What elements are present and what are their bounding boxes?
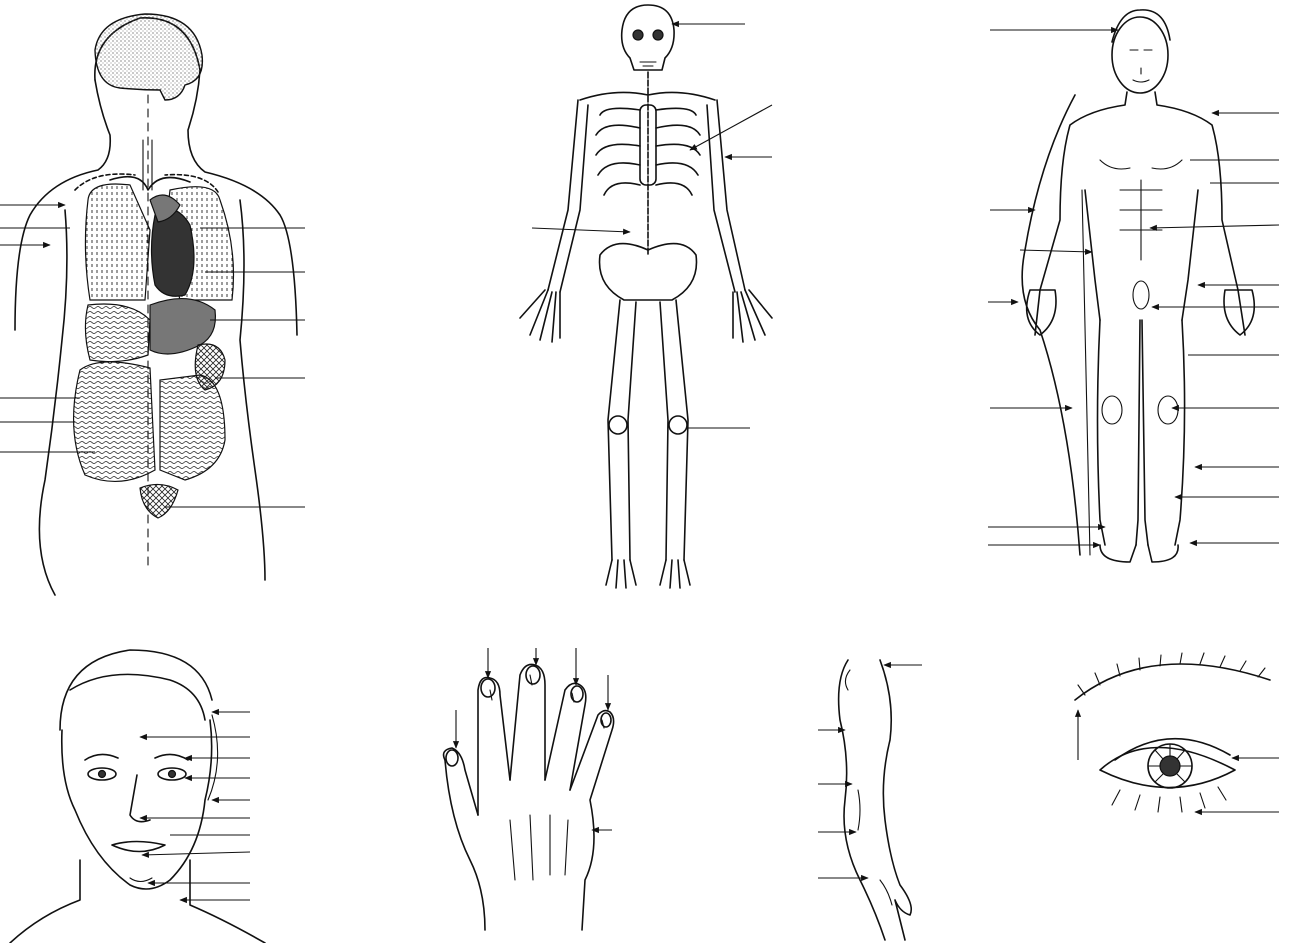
internal-organs-panel: [0, 14, 305, 595]
eye-icon: [1075, 653, 1270, 812]
skeleton-panel: [520, 5, 772, 588]
hand-icon: [444, 664, 614, 930]
face-icon: [10, 650, 265, 943]
skeleton-icon: [520, 5, 772, 588]
arm-side-icon: [839, 660, 912, 940]
face-panel: [10, 650, 265, 943]
body-front-panel: [988, 10, 1279, 562]
hand-panel: [444, 648, 614, 930]
male-body-front-icon: [1022, 10, 1254, 562]
eye-panel: [1075, 653, 1279, 812]
arm-panel: [818, 660, 922, 940]
torso-organs-icon: [15, 14, 297, 595]
